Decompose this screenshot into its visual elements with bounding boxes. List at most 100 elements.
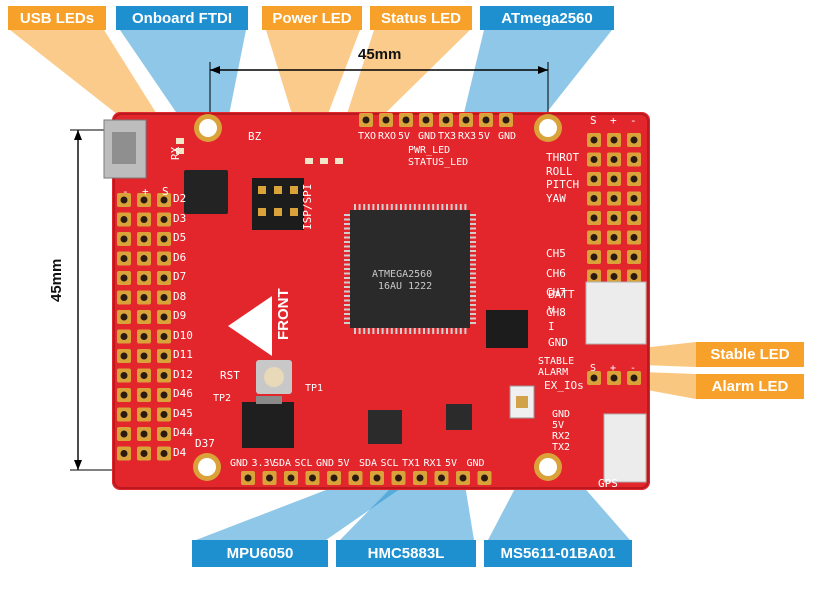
- mcu-lead-bottom-9: [395, 328, 398, 334]
- mcu-lead-bottom-7: [386, 328, 389, 334]
- mcu-lead-bottom-1: [358, 328, 361, 334]
- mcu-lead-left-2: [344, 223, 350, 225]
- bottom-header-hole-9: [438, 474, 445, 482]
- top-header-label-7: GND: [498, 131, 517, 142]
- dimension-horizontal: 45mm: [358, 46, 402, 63]
- mcu-lead-bottom-15: [423, 328, 425, 334]
- left-pin-label-11: D45: [173, 406, 193, 420]
- alarm-label: ALARM: [538, 367, 569, 378]
- mcu-lead-top-13: [413, 204, 416, 210]
- left-header-hole-40: [140, 450, 148, 457]
- left-header-hole-32: [160, 391, 168, 399]
- led-0: [305, 158, 313, 164]
- mcu-lead-top-20: [446, 204, 448, 210]
- top-header-hole-1: [382, 116, 390, 124]
- mcu-lead-right-18: [470, 295, 476, 297]
- mcu-lead-top-24: [464, 204, 467, 210]
- regulator: [242, 402, 294, 448]
- rc-input-label-3: YAW: [546, 191, 566, 205]
- pwr-led-label: PWR_LED: [408, 145, 451, 156]
- mcu-lead-left-20: [344, 304, 350, 306]
- mcu-lead-left-13: [344, 272, 350, 275]
- usb-port: [112, 132, 136, 164]
- front-triangle: [228, 296, 272, 356]
- mcu-lead-bottom-22: [455, 328, 458, 334]
- top-header-hole-0: [362, 116, 370, 124]
- right-header-hole-0: [590, 136, 598, 144]
- isp-pin-2: [290, 186, 298, 194]
- left-header-hole-9: [120, 255, 128, 262]
- right-header-hole-3: [590, 156, 598, 163]
- left-header-hole-6: [120, 235, 128, 243]
- mcu-lead-top-10: [400, 204, 402, 210]
- mcu-lead-top-19: [441, 204, 444, 210]
- right-header-hole-5: [630, 156, 638, 163]
- top-header-label-6: 5V: [478, 131, 491, 142]
- left-pin-label-3: D6: [173, 250, 187, 264]
- gps-pin-label-0: GND: [552, 409, 571, 420]
- mcu-lead-bottom-19: [441, 328, 444, 334]
- mcu-lead-top-22: [455, 204, 458, 210]
- right-header-hole-10: [610, 195, 618, 202]
- bottom-header-label-4: GND: [316, 458, 335, 469]
- batt-label-0: BATT: [548, 288, 575, 301]
- bottom-header-hole-0: [244, 474, 252, 482]
- right-header-hole-9: [590, 195, 598, 202]
- rst-label: RST: [220, 369, 240, 382]
- left-pin-label-13: D4: [173, 445, 187, 459]
- mcu-lead-left-3: [344, 227, 350, 230]
- mcu-lead-top-14: [418, 204, 421, 210]
- right-header-hole-1: [610, 136, 618, 144]
- top-header-hole-5: [462, 116, 470, 124]
- callout-atmega2560: ATmega2560: [480, 6, 614, 30]
- gps-pin-label-3: TX2: [552, 442, 571, 453]
- dim-arrow-v-top: [74, 130, 82, 140]
- mcu-lead-right-24: [470, 322, 476, 324]
- left-header-hole-28: [140, 372, 148, 379]
- mcu-lead-right-2: [470, 223, 476, 225]
- mcu-lead-right-4: [470, 232, 476, 234]
- mcu-lead-left-0: [344, 214, 350, 216]
- right-header-hole-8: [630, 175, 638, 183]
- right-header-hole-20: [630, 253, 638, 261]
- right-header-hole-23: [630, 273, 638, 280]
- mcu-lead-top-3: [367, 204, 370, 210]
- bottom-header-label-6: SDA: [359, 458, 378, 469]
- mcu-lead-bottom-13: [413, 328, 416, 334]
- top-header-hole-7: [502, 116, 510, 124]
- top-header-label-0: TXO: [358, 131, 377, 142]
- mcu-lead-right-14: [470, 277, 476, 279]
- mcu-lead-left-1: [344, 218, 350, 221]
- right-header-hole-2: [630, 136, 638, 144]
- rc-input-label-7: CH8: [546, 305, 566, 319]
- rc-input-label-0: THROT: [546, 151, 580, 164]
- left-header-hole-33: [120, 411, 128, 418]
- mcu-lead-bottom-18: [436, 328, 439, 334]
- ex-header-hole-2: [630, 374, 638, 382]
- mcu-lead-left-12: [344, 268, 350, 270]
- mcu-lead-right-0: [470, 214, 476, 216]
- mcu-lead-top-18: [436, 204, 439, 210]
- mcu-lead-left-18: [344, 295, 350, 297]
- ftdi-chip: [184, 170, 228, 214]
- bottom-header-hole-1: [266, 474, 273, 482]
- bottom-header-label-5: 5V: [337, 458, 350, 469]
- mcu-lead-top-7: [386, 204, 389, 210]
- left-header-hole-7: [140, 235, 148, 243]
- isp-pin-0: [258, 186, 266, 194]
- tp2-label: TP2: [213, 393, 232, 404]
- left-header-hole-35: [160, 411, 168, 418]
- left-header-hole-3: [120, 216, 128, 223]
- top-header-hole-6: [482, 116, 490, 124]
- mcu-lead-left-9: [344, 254, 350, 257]
- stable-label: STABLE: [538, 356, 575, 367]
- gps-pin-label-2: RX2: [552, 431, 571, 442]
- callout-mpu6050: MPU6050: [192, 540, 328, 567]
- bottom-header-hole-5: [352, 474, 359, 482]
- mcu-lead-top-17: [432, 204, 435, 210]
- mount-hole-center-0: [199, 119, 217, 137]
- bottom-header-hole-7: [395, 474, 402, 482]
- mcu-lead-top-2: [363, 204, 366, 210]
- mcu-lead-right-9: [470, 254, 476, 257]
